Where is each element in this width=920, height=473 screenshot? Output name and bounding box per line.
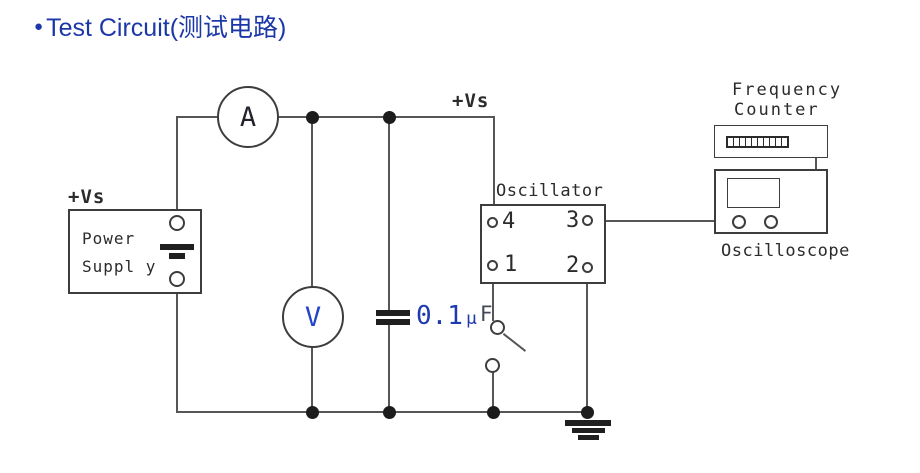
- oscillator-pin3-terminal: [582, 215, 593, 226]
- wire-bottom-rail: [176, 411, 588, 413]
- oscilloscope-knob-right: [764, 215, 778, 229]
- display-segment: [764, 138, 770, 146]
- display-segment: [776, 138, 782, 146]
- capacitor-plate-bottom: [376, 319, 410, 325]
- ground-bar-3: [578, 435, 599, 440]
- oscilloscope-screen: [727, 178, 780, 208]
- voltmeter: V: [282, 286, 344, 348]
- wire-voltmeter-bottom: [311, 347, 313, 413]
- frequency-counter-display: [726, 136, 789, 148]
- junction-dot: [383, 111, 396, 124]
- junction-dot: [487, 406, 500, 419]
- junction-dot: [383, 406, 396, 419]
- oscilloscope-knob-left: [732, 215, 746, 229]
- display-segment: [734, 138, 740, 146]
- page-title-text: Test Circuit(测试电路): [46, 14, 287, 42]
- power-supply-name-line1: Power: [82, 229, 136, 248]
- wire-top-rail-left: [176, 116, 219, 118]
- display-segment: [782, 138, 787, 146]
- switch-contact-top: [490, 320, 505, 335]
- display-segment: [728, 138, 734, 146]
- rail-vs-label: +Vs: [452, 90, 490, 112]
- oscillator-title: Oscillator: [496, 181, 604, 201]
- battery-plate-long: [160, 244, 194, 250]
- oscillator-pin4-terminal: [487, 217, 498, 228]
- wire-counter-connector: [815, 156, 817, 170]
- display-segment: [770, 138, 776, 146]
- battery-terminal-top: [169, 215, 185, 231]
- capacitor-value-label: 0.1 μ F: [416, 301, 492, 331]
- oscillator-pin3-label: 3: [566, 208, 580, 233]
- switch-contact-bottom: [485, 358, 500, 373]
- wire-pin3-to-oscilloscope: [592, 220, 714, 222]
- ground-bar-2: [572, 428, 605, 433]
- oscillator-pin2-label: 2: [566, 253, 580, 278]
- capacitor-mu: μ: [465, 308, 477, 329]
- oscillator-pin2-terminal: [582, 262, 593, 273]
- wire-pin2-to-ground: [586, 272, 588, 413]
- junction-dot: [306, 406, 319, 419]
- capacitor-plate-top: [376, 310, 410, 316]
- capacitor-unit: F: [479, 302, 493, 326]
- wire-pin1-to-switch: [492, 270, 494, 321]
- wire-vs-to-pin4: [493, 116, 495, 218]
- wire-switch-to-rail: [492, 372, 494, 413]
- power-supply-vs-label: +Vs: [68, 186, 106, 208]
- oscillator-pin4-label: 4: [502, 209, 516, 234]
- oscillator-pin1-label: 1: [504, 252, 518, 277]
- oscilloscope-label: Oscilloscope: [721, 241, 850, 261]
- battery-terminal-bottom: [169, 271, 185, 287]
- display-segment: [740, 138, 746, 146]
- oscillator-pin1-terminal: [487, 260, 498, 271]
- frequency-counter-label-line2: Counter: [734, 100, 820, 120]
- ammeter-label: A: [239, 101, 257, 133]
- display-segment: [758, 138, 764, 146]
- junction-dot: [306, 111, 319, 124]
- display-segment: [746, 138, 752, 146]
- frequency-counter-label-line1: Frequency: [732, 80, 843, 100]
- junction-dot: [581, 406, 594, 419]
- wire-capacitor-top: [388, 117, 390, 311]
- power-supply-name-line2: Suppl y: [82, 257, 157, 276]
- switch-lever: [502, 333, 527, 352]
- ammeter: A: [217, 86, 279, 148]
- wire-voltmeter-top: [311, 117, 313, 287]
- ground-bar-1: [565, 420, 611, 426]
- page-title: ● Test Circuit(测试电路): [34, 8, 286, 44]
- battery-plate-short: [169, 253, 185, 259]
- capacitor-value: 0.1: [416, 301, 463, 331]
- battery-plate-gap: [173, 250, 181, 254]
- display-segment: [752, 138, 758, 146]
- voltmeter-label: V: [304, 301, 322, 333]
- bullet-icon: ●: [34, 17, 44, 35]
- wire-capacitor-bottom: [388, 325, 390, 413]
